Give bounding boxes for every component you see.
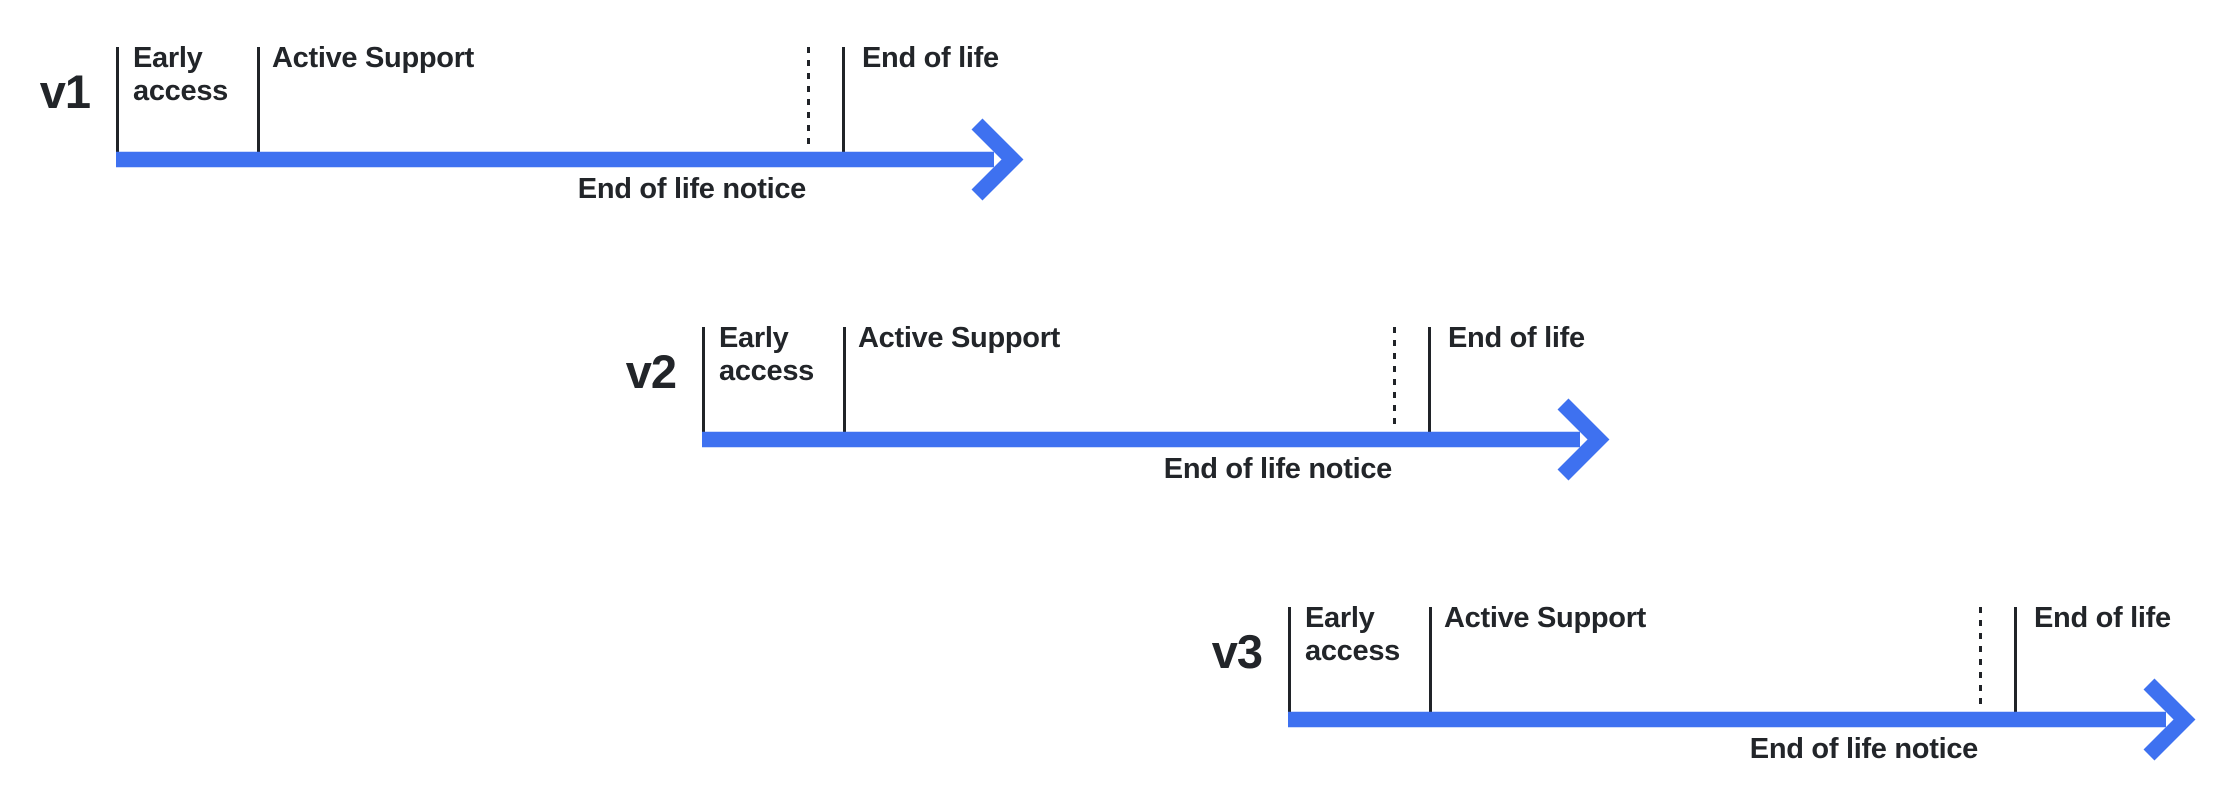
early-access-label: Early access <box>133 42 228 107</box>
timeline-graphic <box>1288 607 2196 761</box>
end-of-life-label: End of life <box>862 42 999 74</box>
early-access-label: Early access <box>1305 602 1400 667</box>
timeline-arrow-head-icon <box>971 118 1024 201</box>
end-of-life-label: End of life <box>2034 602 2171 634</box>
timeline-row-v2: v2 Early access Active Support End of li… <box>586 280 1656 532</box>
active-support-label: Active Support <box>858 322 1061 354</box>
version-label: v2 <box>625 345 677 398</box>
timeline-arrow-head-icon <box>2143 678 2196 761</box>
early-access-label: Early access <box>719 322 814 387</box>
timeline-arrow-head-icon <box>1557 398 1610 481</box>
timeline-row-v3: v3 Early access Active Support End of li… <box>1172 560 2228 812</box>
version-label: v1 <box>39 65 91 118</box>
end-of-life-notice-label: End of life notice <box>1749 733 1979 765</box>
version-label: v3 <box>1211 625 1263 678</box>
timeline-graphic <box>116 47 1024 201</box>
active-support-label: Active Support <box>272 42 475 74</box>
end-of-life-notice-label: End of life notice <box>577 173 807 205</box>
end-of-life-label: End of life <box>1448 322 1585 354</box>
end-of-life-notice-label: End of life notice <box>1163 453 1393 485</box>
timeline-row-v1: v1 Early access Active Support End of li… <box>0 0 1070 252</box>
active-support-label: Active Support <box>1444 602 1647 634</box>
timeline-graphic <box>702 327 1610 481</box>
